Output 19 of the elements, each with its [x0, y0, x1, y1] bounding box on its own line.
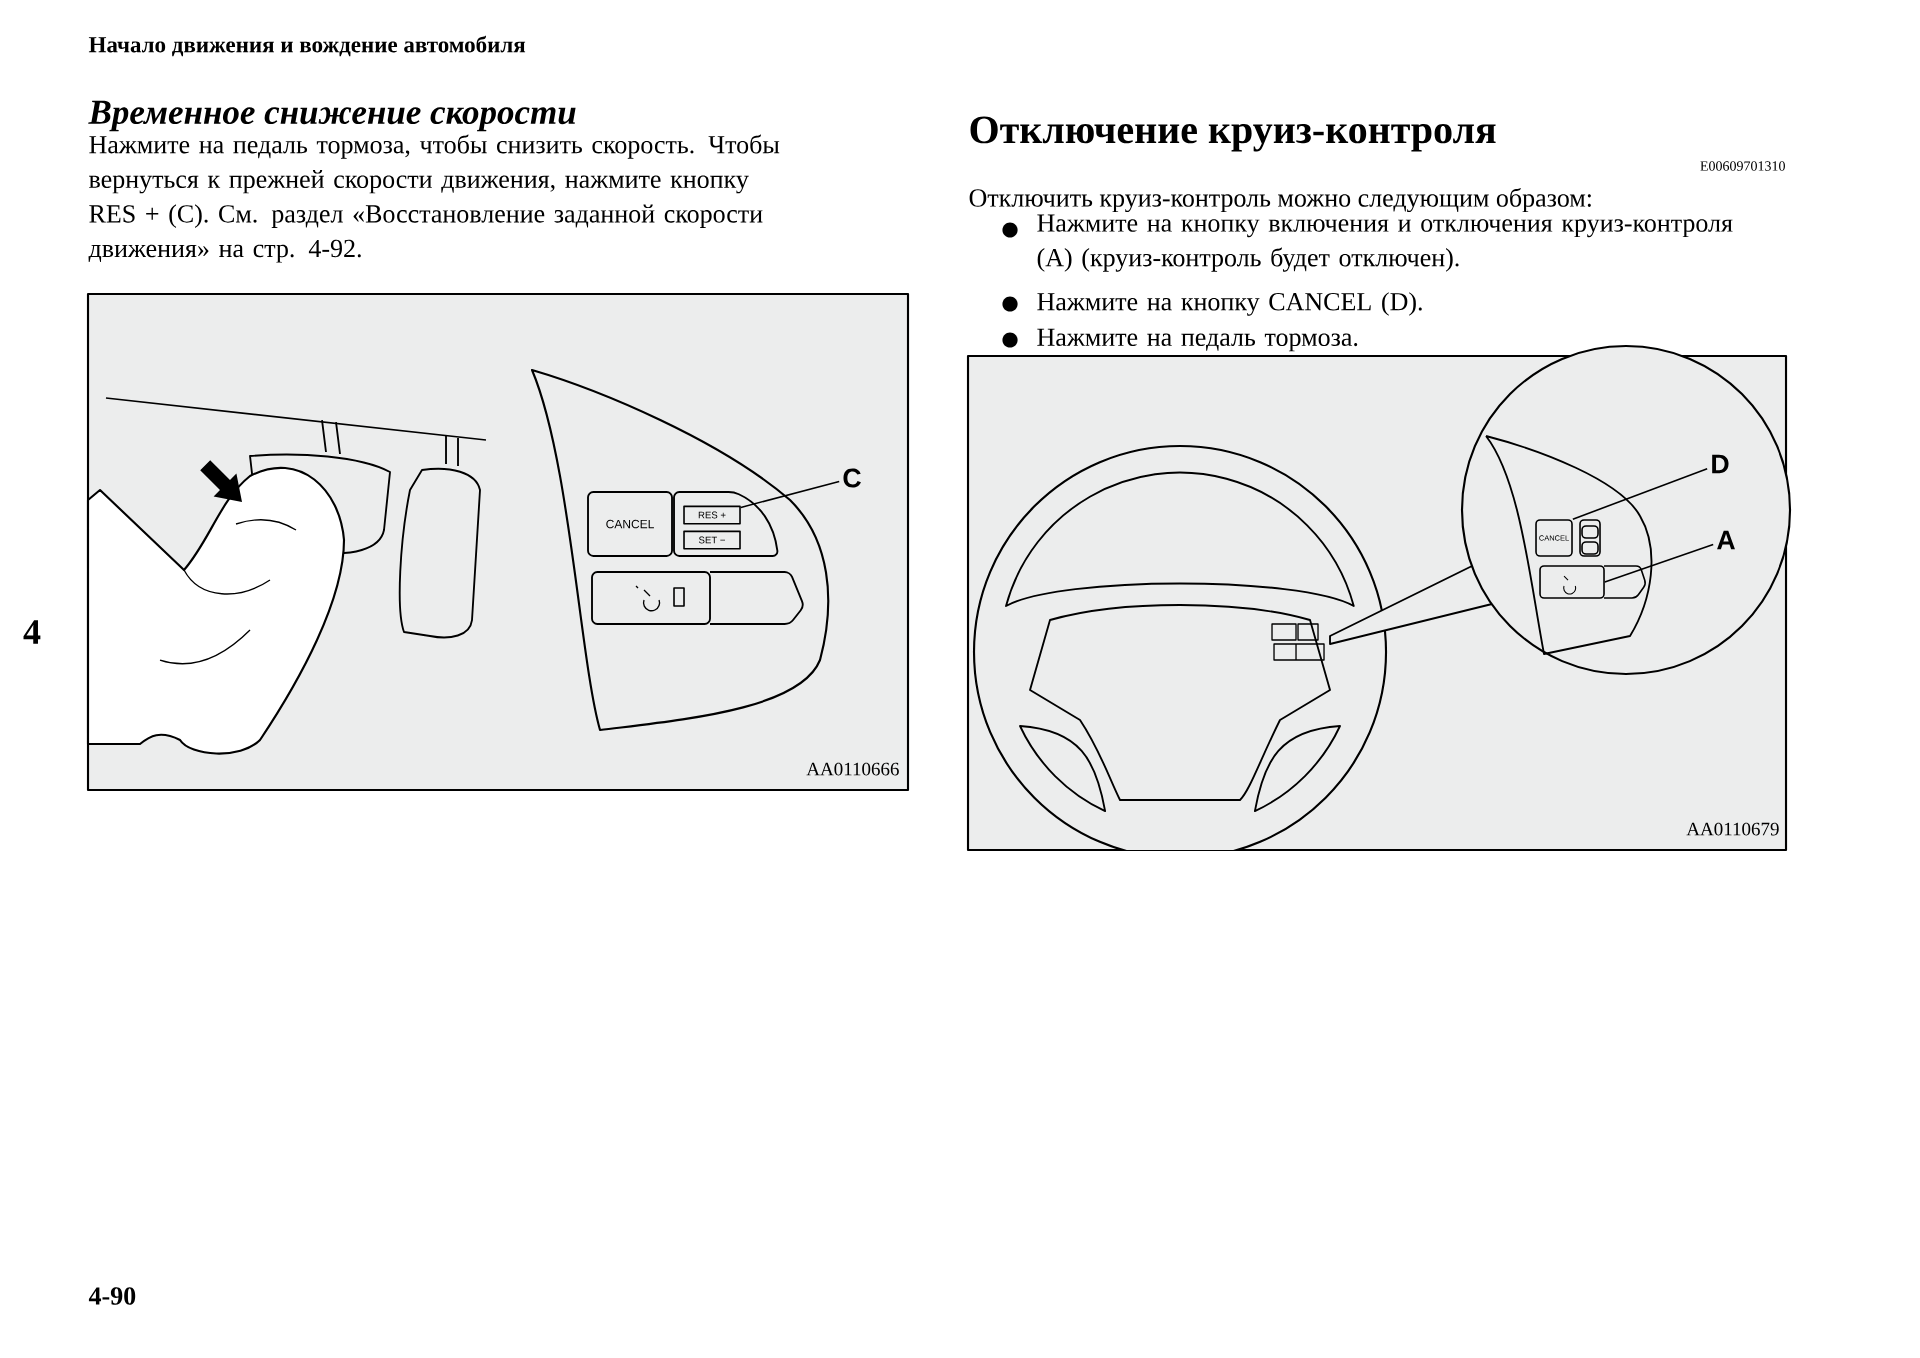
page-number: 4-90: [88, 1287, 136, 1305]
figure-code: AA0110679: [1686, 822, 1779, 836]
body-text: Отключить круиз-контроль можно следующим образом:: [969, 187, 1591, 213]
section-title: Временное снижение скорости: [88, 100, 576, 132]
callout-letter: C: [843, 468, 861, 488]
leader-line: [740, 480, 840, 509]
figure-code: AA0110666: [806, 762, 899, 776]
chapter-number: 4: [23, 620, 41, 644]
section-title: Отключение круиз-контроля: [970, 116, 1496, 152]
bullet-text: Нажмите на кнопку включения и отключения круиз-контроля (A) (круиз-контроль будет отключен).: [1037, 214, 1733, 272]
running-header: Начало движения и вождение автомобиля: [88, 35, 526, 57]
body-text: Нажмите на педаль тормоза, чтобы снизить скорость. Чтобы вернуться к прежней скорости движения, нажмите кнопку RES + (C). См. раздел «Восстановление заданной скорости движения» на стр. 4-92.: [88, 134, 780, 263]
leader-line: [1604, 543, 1714, 583]
bullet-text: Нажмите на педаль тормоза.: [1037, 328, 1358, 352]
bullet-text: Нажмите на кнопку CANCEL (D).: [1037, 292, 1422, 316]
callout-letter: D: [1712, 454, 1729, 474]
leader-line: [1572, 468, 1708, 520]
cruise-button: [1539, 565, 1605, 599]
callout-letter: A: [1717, 530, 1735, 550]
